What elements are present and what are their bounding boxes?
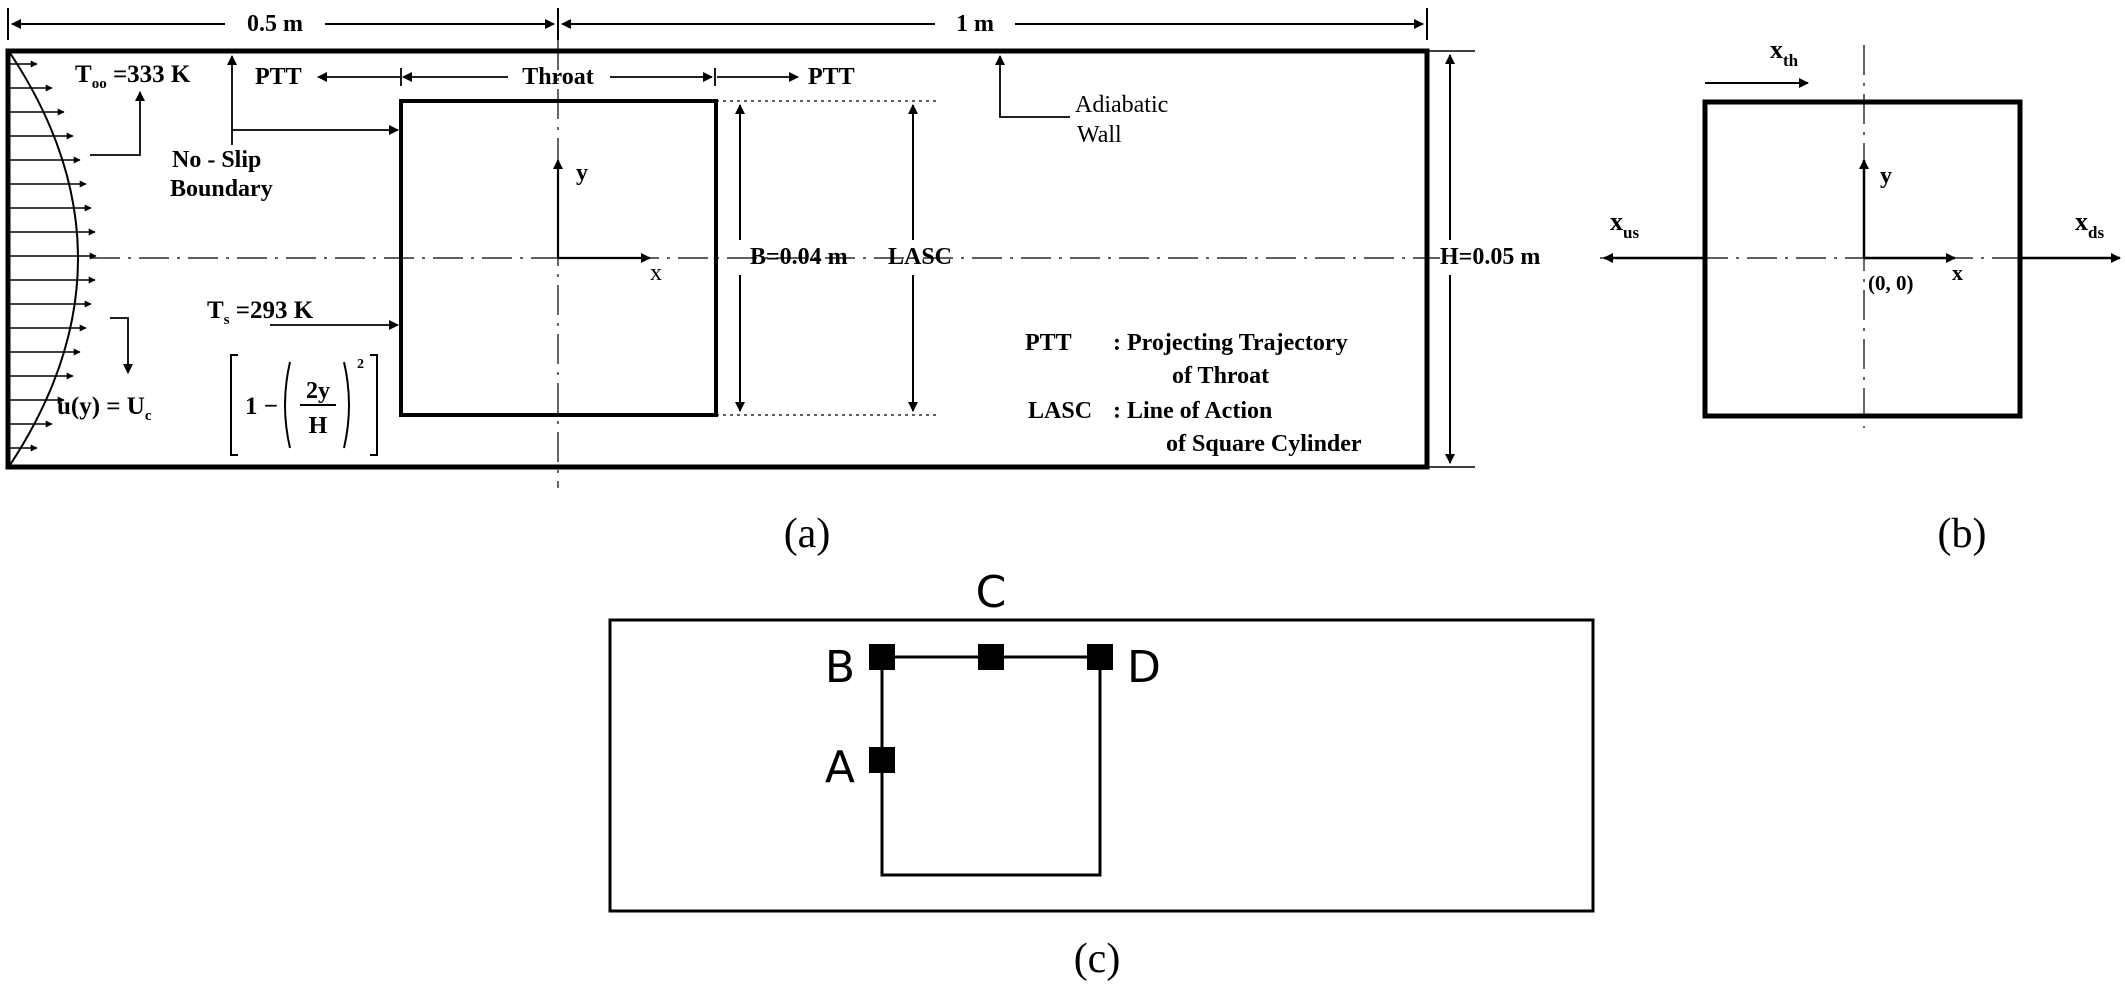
b-label: B=0.04 m xyxy=(750,244,848,270)
legend-lasc-desc-line2: of Square Cylinder xyxy=(1166,431,1362,457)
legend-ptt-desc-line2: of Throat xyxy=(1172,363,1269,389)
formula-paren-right xyxy=(343,361,350,449)
caption-b: (b) xyxy=(1938,511,1987,557)
marker-b xyxy=(869,644,895,670)
adiabatic-label-line1: Adiabatic xyxy=(1075,92,1168,118)
marker-c xyxy=(978,644,1004,670)
adiabatic-leader xyxy=(995,55,1070,118)
dimension-left-label: 0.5 m xyxy=(247,11,303,37)
lasc-label: LASC xyxy=(888,244,952,270)
channel-boundary xyxy=(5,48,1430,470)
marker-d xyxy=(1087,644,1113,670)
x-ds-label: xds xyxy=(2075,207,2104,242)
ptt-left-label: PTT xyxy=(255,64,302,90)
adiabatic-label-line2: Wall xyxy=(1077,122,1122,148)
local-axes-a xyxy=(553,159,651,263)
formula-bracket-right xyxy=(370,354,378,456)
velocity-formula: u(y) = Uc 1 − 2y H 2 xyxy=(57,354,378,456)
panel-c: C B D A (c) xyxy=(608,567,1595,982)
formula-numerator: 2y xyxy=(306,378,330,404)
velocity-profile xyxy=(9,52,97,466)
noslip-label-line2: Boundary xyxy=(170,176,273,202)
noslip-leaders xyxy=(227,55,399,145)
local-axes-b xyxy=(1859,159,1956,263)
x-th-label: xth xyxy=(1770,35,1799,70)
origin-label: (0, 0) xyxy=(1868,271,1914,295)
caption-c: (c) xyxy=(1074,936,1121,982)
panel-a: 0.5 m 1 m H=0.05 m xyxy=(5,8,1540,557)
formula-lhs: u(y) = Uc xyxy=(57,393,152,424)
square-cylinder-c xyxy=(880,655,1102,877)
panel-b: xth xus xds y x (0, 0) (b) xyxy=(1600,35,2121,557)
lasc-extension-lines xyxy=(716,100,940,416)
dimension-top xyxy=(7,8,1428,40)
x-us-label: xus xyxy=(1610,207,1639,242)
point-b-label: B xyxy=(825,642,855,693)
t-inf-label: Too =333 K xyxy=(75,61,191,92)
caption-a: (a) xyxy=(784,511,831,557)
formula-denominator: H xyxy=(309,413,328,439)
throat-label: Throat xyxy=(522,64,594,90)
square-cylinder xyxy=(399,99,718,417)
legend-ptt-desc-line1: : Projecting Trajectory xyxy=(1113,330,1348,356)
h-label: H=0.05 m xyxy=(1440,244,1540,270)
axis-y-label-a: y xyxy=(576,160,588,186)
dimension-right-label: 1 m xyxy=(956,11,994,37)
legend-lasc-desc-line1: : Line of Action xyxy=(1113,398,1272,424)
marker-a xyxy=(869,747,895,773)
formula-paren-left xyxy=(284,361,291,449)
legend-lasc-key: LASC xyxy=(1028,398,1092,424)
ptt-right-label: PTT xyxy=(808,64,855,90)
formula-one: 1 − xyxy=(245,393,278,420)
axis-x-label-b: x xyxy=(1952,260,1963,285)
noslip-label-line1: No - Slip xyxy=(172,147,261,173)
throat-dimension xyxy=(317,68,799,86)
axis-y-label-b: y xyxy=(1880,163,1892,189)
point-d-label: D xyxy=(1127,642,1161,693)
square-cylinder-b xyxy=(1702,99,2023,419)
axis-x-label-a: x xyxy=(650,260,662,286)
parabolic-profile-curve xyxy=(9,52,79,466)
formula-bracket-left xyxy=(230,354,238,456)
abbreviation-legend: PTT : Projecting Trajectory of Throat LA… xyxy=(1025,330,1362,457)
point-c-label: C xyxy=(976,567,1007,618)
ts-label: Ts =293 K xyxy=(207,297,314,328)
legend-ptt-key: PTT xyxy=(1025,330,1072,356)
formula-exponent: 2 xyxy=(357,357,364,372)
formula-leader xyxy=(110,317,133,374)
t-inf-leader xyxy=(90,91,145,156)
domain-rect-c xyxy=(608,618,1595,913)
point-a-label: A xyxy=(825,742,855,793)
